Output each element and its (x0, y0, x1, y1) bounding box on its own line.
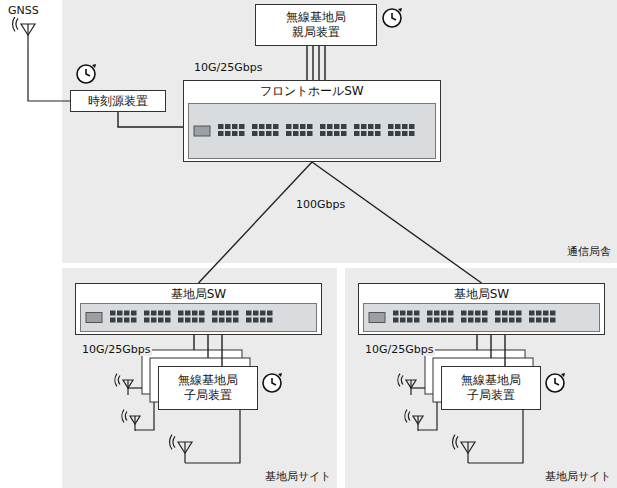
region-ground (62, 268, 337, 488)
wire (468, 410, 523, 463)
box-label: 無線基地局 子局装置 (174, 373, 241, 403)
link-speed-label: 100Gbps (294, 198, 347, 211)
switch-box: フロントホールSW (183, 80, 441, 162)
antenna-label: GNSS (6, 4, 41, 17)
region-label: 基地局サイト (265, 470, 331, 484)
box-label: 基地局SW (454, 287, 509, 302)
link-line (194, 335, 222, 366)
link-line (118, 112, 183, 127)
antenna-symbol (115, 374, 133, 395)
antenna-symbol (13, 17, 35, 45)
link-line (477, 335, 505, 366)
switch-illustration (80, 303, 317, 332)
link-line (312, 162, 482, 283)
link-label: 10G/25Gbps (192, 61, 264, 74)
link-label: 10G/25Gbps (80, 343, 152, 356)
antenna-symbol (170, 435, 192, 463)
antenna-symbol (453, 435, 475, 463)
antenna-symbol (122, 410, 140, 431)
switch-box: 基地局SW (75, 283, 322, 335)
region-label: 通信局舎 (567, 245, 611, 259)
device-box: 無線基地局 子局装置 (441, 366, 541, 410)
region-ground (62, 0, 617, 263)
region-ground (345, 268, 617, 488)
link-label: 10G/25Gbps (363, 343, 435, 356)
box-label: 無線基地局 子局装置 (457, 373, 524, 403)
clock-icon (77, 64, 96, 83)
region-label: 基地局サイト (545, 470, 611, 484)
antenna-symbol (398, 374, 416, 395)
box-label: 時刻源装置 (88, 94, 148, 109)
clock-icon (263, 373, 282, 392)
building-region: 通信局舎 無線基地局 親局装置時刻源装置 フロントホールSW (62, 0, 617, 263)
wire (128, 387, 142, 388)
site-region: 基地局サイト 基地局SW 無線基地局 子局装置 (345, 268, 617, 488)
wire (28, 45, 70, 101)
clock-icon (383, 8, 402, 27)
switch-illustration (188, 103, 436, 159)
wire (185, 410, 240, 463)
link-line (307, 46, 325, 80)
device-box: 無線基地局 親局装置 (255, 4, 377, 46)
box-label: 基地局SW (171, 287, 226, 302)
site-region: 基地局サイト 基地局SW 無線基地局 子局装置 (62, 268, 337, 488)
switch-illustration (363, 303, 600, 332)
device-box: 時刻源装置 (70, 90, 166, 112)
wire (411, 387, 425, 388)
switch-box: 基地局SW (358, 283, 605, 335)
box-label: 無線基地局 親局装置 (282, 10, 349, 40)
link-line (199, 162, 313, 283)
box-label: フロントホールSW (260, 84, 363, 99)
antenna-symbol (405, 410, 423, 431)
clock-icon (546, 373, 565, 392)
device-box: 無線基地局 子局装置 (158, 366, 258, 410)
